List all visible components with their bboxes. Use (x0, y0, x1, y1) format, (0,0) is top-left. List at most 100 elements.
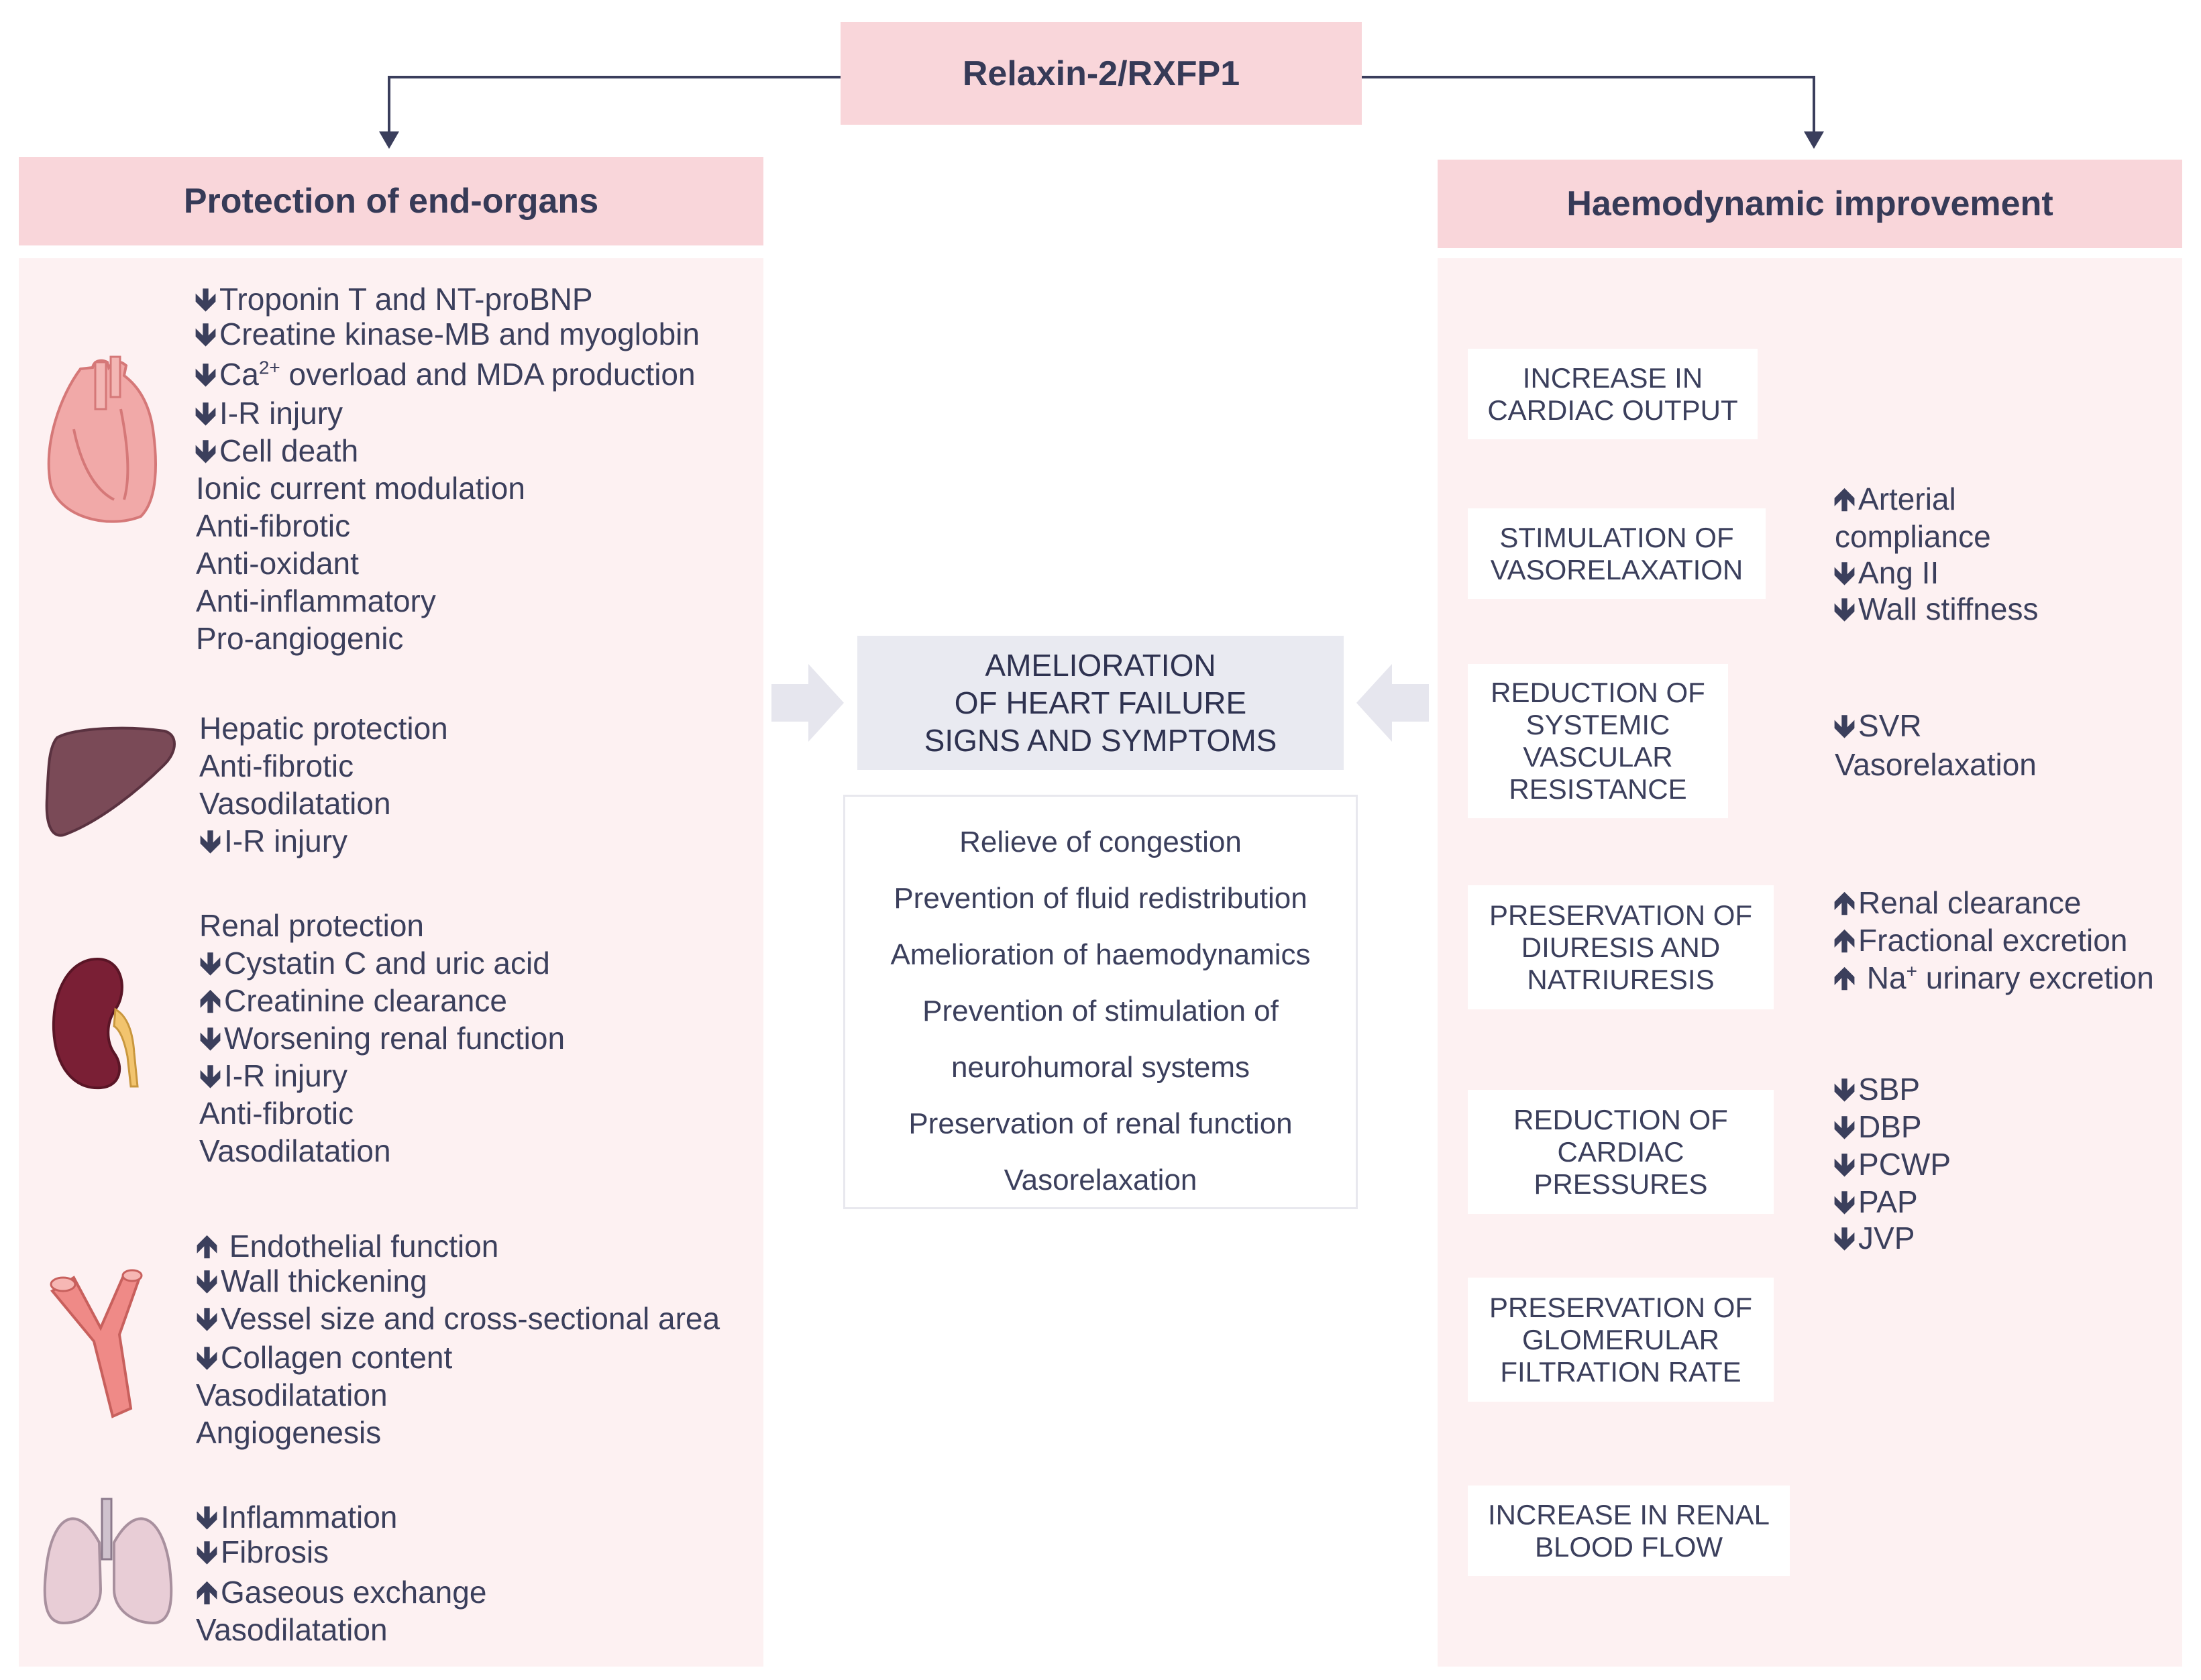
arrow-up-icon: 🡹 (196, 1229, 219, 1264)
box-svr: REDUCTION OF SYSTEMIC VASCULAR RESISTANC… (1468, 664, 1728, 818)
arrow-down-icon: 🡻 (195, 433, 217, 468)
kidney-line-2: 🡻Cystatin C and uric acid (199, 946, 550, 981)
arrow-up-icon: 🡹 (1833, 482, 1856, 516)
lung-line-1: 🡻Inflammation (196, 1500, 398, 1534)
effect-wall-stiffness: 🡻Wall stiffness (1833, 592, 2039, 626)
arrow-down-icon: 🡻 (1833, 1147, 1856, 1182)
box-gfr: PRESERVATION OF GLOMERULAR FILTRATION RA… (1468, 1278, 1774, 1402)
liver-line-3: Vasodilatation (199, 786, 391, 821)
heart-line-3: 🡻Ca2+ overload and MDA production (195, 357, 696, 392)
center-list-box: Relieve of congestion Prevention of flui… (843, 795, 1358, 1209)
box-diuresis: PRESERVATION OF DIURESIS AND NATRIURESIS (1468, 885, 1774, 1009)
arrow-down-icon: 🡻 (199, 1021, 222, 1056)
arrow-up-icon: 🡹 (1833, 885, 1856, 920)
arrow-down-icon: 🡻 (196, 1301, 219, 1336)
heart-line-2: 🡻Creatine kinase-MB and myoglobin (195, 317, 700, 351)
kidney-line-1: Renal protection (199, 908, 424, 943)
box-vasorelaxation: STIMULATION OF VASORELAXATION (1468, 508, 1766, 599)
box-cardiac-pressures: REDUCTION OF CARDIAC PRESSURES (1468, 1090, 1774, 1214)
arrow-down-icon: 🡻 (196, 1534, 219, 1569)
arrowhead-right (1804, 131, 1824, 149)
arrow-down-icon: 🡻 (199, 946, 222, 981)
big-arrow-right (771, 664, 844, 742)
arrow-down-icon: 🡻 (195, 317, 217, 351)
center-item-3: Amelioration of haemodynamics (890, 938, 1311, 971)
liver-line-4: 🡻I-R injury (199, 824, 348, 858)
effect-ang-ii: 🡻Ang II (1833, 555, 1939, 590)
relaxin-header: Relaxin-2/RXFP1 (841, 22, 1362, 125)
effect-pap: 🡻PAP (1833, 1184, 1918, 1219)
right-column-header: Haemodynamic improvement (1438, 160, 2182, 248)
center-item-6: Preservation of renal function (908, 1107, 1293, 1140)
heart-line-8: Anti-oxidant (196, 546, 359, 581)
arrow-down-icon: 🡻 (1833, 1184, 1856, 1219)
arrow-down-icon: 🡻 (195, 282, 217, 317)
connector-right (1362, 76, 1815, 134)
big-arrow-left (1356, 664, 1429, 742)
box-renal-blood-flow: INCREASE IN RENAL BLOOD FLOW (1468, 1486, 1790, 1576)
vessel-line-3: 🡻Vessel size and cross-sectional area (196, 1301, 720, 1336)
heart-line-5: 🡻Cell death (195, 433, 359, 468)
arrow-down-icon: 🡻 (195, 357, 217, 392)
arrow-up-icon: 🡹 (1833, 923, 1856, 958)
effect-svr: 🡻SVR (1833, 708, 1922, 743)
vessel-line-2: 🡻Wall thickening (196, 1264, 427, 1298)
arrow-up-icon: 🡹 (1833, 960, 1856, 995)
connector-left (388, 76, 841, 134)
center-title: AMELIORATION OF HEART FAILURE SIGNS AND … (924, 648, 1277, 758)
arrowhead-left (379, 131, 399, 149)
kidney-line-6: Anti-fibrotic (199, 1096, 354, 1131)
heart-line-4: 🡻I-R injury (195, 396, 343, 431)
arrow-down-icon: 🡻 (1833, 1221, 1856, 1255)
effect-vasorelaxation: Vasorelaxation (1835, 747, 2037, 782)
right-column-title: Haemodynamic improvement (1566, 184, 2053, 223)
arrow-down-icon: 🡻 (195, 396, 217, 431)
arrow-down-icon: 🡻 (199, 824, 222, 858)
arrow-down-icon: 🡻 (1833, 555, 1856, 590)
effect-sbp: 🡻SBP (1833, 1072, 1921, 1107)
arrow-down-icon: 🡻 (196, 1264, 219, 1298)
lung-line-4: Vasodilatation (196, 1612, 388, 1647)
center-item-4: Prevention of stimulation of (922, 995, 1279, 1027)
center-item-2: Prevention of fluid redistribution (894, 882, 1307, 915)
center-item-7: Vasorelaxation (1004, 1164, 1197, 1196)
heart-line-1: 🡻Troponin T and NT-proBNP (195, 282, 593, 317)
effect-pcwp: 🡻PCWP (1833, 1147, 1951, 1182)
vessel-line-1: 🡹 Endothelial function (196, 1229, 499, 1264)
heart-line-7: Anti-fibrotic (196, 508, 351, 543)
left-column-title: Protection of end-organs (183, 182, 599, 221)
arrow-down-icon: 🡻 (199, 1058, 222, 1093)
vessel-line-6: Angiogenesis (196, 1415, 382, 1450)
arrow-down-icon: 🡻 (196, 1500, 219, 1534)
lung-line-2: 🡻Fibrosis (196, 1534, 329, 1569)
box-cardiac-output: INCREASE IN CARDIAC OUTPUT (1468, 349, 1758, 439)
effect-renal-clearance: 🡹Renal clearance (1833, 885, 2082, 920)
arrow-up-icon: 🡹 (196, 1575, 219, 1610)
arrow-down-icon: 🡻 (1833, 1109, 1856, 1144)
lung-line-3: 🡹Gaseous exchange (196, 1575, 487, 1610)
kidney-line-5: 🡻I-R injury (199, 1058, 348, 1093)
left-column-header: Protection of end-organs (19, 157, 763, 245)
arrow-down-icon: 🡻 (1833, 1072, 1856, 1107)
center-title-box: AMELIORATION OF HEART FAILURE SIGNS AND … (857, 636, 1344, 770)
center-item-5: neurohumoral systems (951, 1051, 1250, 1084)
effect-compliance: compliance (1835, 519, 1991, 554)
liver-line-1: Hepatic protection (199, 711, 448, 746)
heart-line-10: Pro-angiogenic (196, 621, 404, 656)
relaxin-title: Relaxin-2/RXFP1 (962, 54, 1240, 93)
heart-line-6: Ionic current modulation (196, 471, 525, 506)
center-item-1: Relieve of congestion (959, 826, 1242, 858)
effect-na-excretion: 🡹 Na+ urinary excretion (1833, 960, 2154, 995)
kidney-line-7: Vasodilatation (199, 1133, 391, 1168)
effect-fractional-excretion: 🡹Fractional excretion (1833, 923, 2128, 958)
vessel-line-5: Vasodilatation (196, 1378, 388, 1412)
arrow-up-icon: 🡹 (199, 983, 222, 1018)
arrow-down-icon: 🡻 (196, 1340, 219, 1375)
effect-dbp: 🡻DBP (1833, 1109, 1922, 1144)
heart-line-9: Anti-inflammatory (196, 583, 436, 618)
kidney-line-4: 🡻Worsening renal function (199, 1021, 566, 1056)
arrow-down-icon: 🡻 (1833, 592, 1856, 626)
arrow-down-icon: 🡻 (1833, 708, 1856, 743)
vessel-line-4: 🡻Collagen content (196, 1340, 453, 1375)
effect-arterial: 🡹Arterial (1833, 482, 1956, 516)
